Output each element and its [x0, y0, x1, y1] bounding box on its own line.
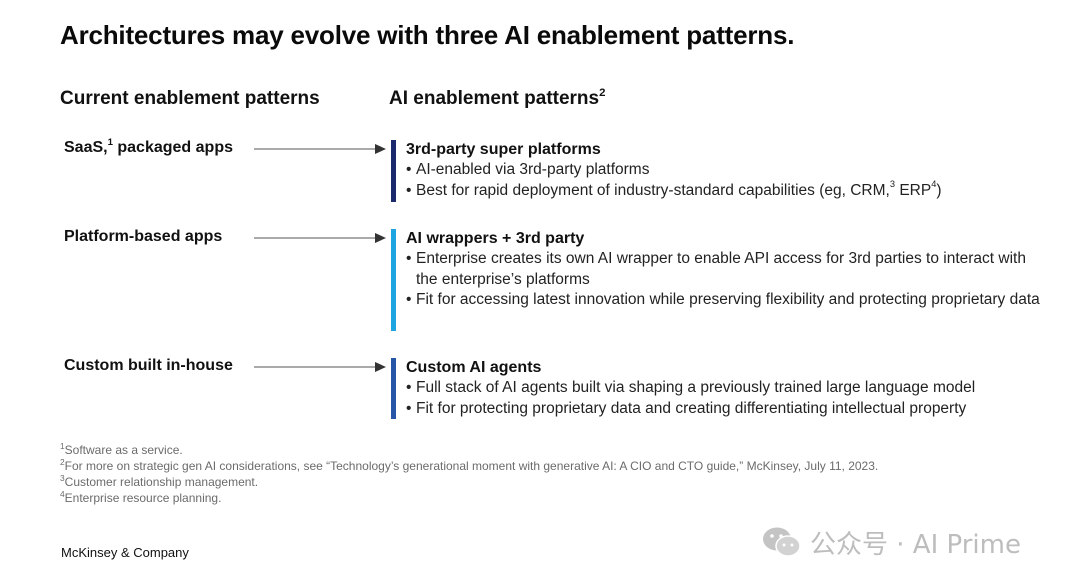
pattern-title: Custom AI agents: [406, 359, 542, 376]
row-label-saas: SaaS,1 packaged apps: [64, 136, 233, 157]
row-label-text: Platform-based apps: [64, 228, 223, 245]
arrow-right-icon: [254, 144, 386, 154]
row-label-platform-based: Platform-based apps: [64, 228, 222, 246]
footnote-3: 3Customer relationship management.: [60, 472, 259, 489]
pattern-super-platforms: 3rd-party super platforms AI-enabled via…: [406, 139, 1046, 201]
pattern-bullets: AI-enabled via 3rd-party platformsBest f…: [406, 160, 1046, 201]
footnotes: 1Software as a service. 2For more on str…: [60, 440, 879, 506]
bullet-item: Best for rapid deployment of industry-st…: [406, 180, 1046, 202]
bullet-item: Fit for accessing latest innovation whil…: [406, 290, 1046, 311]
bullet-item: AI-enabled via 3rd-party platforms: [406, 160, 1046, 181]
pattern-ai-wrappers: AI wrappers + 3rd party Enterprise creat…: [406, 228, 1046, 311]
brand-logo-text: McKinsey & Company: [61, 545, 189, 560]
row-label-text-rest: packaged apps: [112, 139, 233, 156]
wechat-icon: [763, 527, 801, 557]
column-header-ai-text: AI enablement patterns: [389, 88, 600, 109]
footnote-1: 1Software as a service.: [60, 440, 183, 457]
row-label-text: SaaS,: [64, 139, 108, 156]
bullet-item: Enterprise creates its own AI wrapper to…: [406, 249, 1046, 290]
bullet-item: Full stack of AI agents built via shapin…: [406, 378, 1046, 399]
pattern-bar-ai-wrappers: [391, 229, 396, 331]
footnote-ref: 1: [107, 136, 113, 148]
footnote-2: 2For more on strategic gen AI considerat…: [60, 456, 879, 473]
pattern-bar-super-platforms: [391, 140, 396, 202]
bullet-item: Fit for protecting proprietary data and …: [406, 399, 1046, 420]
watermark: 公众号 · AI Prime: [762, 524, 1021, 560]
watermark-text: 公众号 · AI Prime: [810, 529, 1021, 560]
pattern-title: AI wrappers + 3rd party: [406, 230, 585, 247]
column-header-current: Current enablement patterns: [60, 88, 320, 109]
footnote-ref: 2: [599, 86, 606, 99]
footnote-4: 4Enterprise resource planning.: [60, 488, 222, 505]
arrow-right-icon: [254, 233, 386, 243]
row-label-custom-built: Custom built in-house: [64, 357, 233, 375]
pattern-bullets: Full stack of AI agents built via shapin…: [406, 378, 1046, 419]
pattern-bar-custom-agents: [391, 358, 396, 419]
pattern-bullets: Enterprise creates its own AI wrapper to…: [406, 249, 1046, 311]
pattern-title: 3rd-party super platforms: [406, 141, 601, 158]
column-header-ai: AI enablement patterns2: [389, 86, 606, 110]
page-title: Architectures may evolve with three AI e…: [60, 20, 795, 50]
arrow-right-icon: [254, 362, 386, 372]
row-label-text: Custom built in-house: [64, 357, 233, 374]
pattern-custom-agents: Custom AI agents Full stack of AI agents…: [406, 357, 1046, 419]
